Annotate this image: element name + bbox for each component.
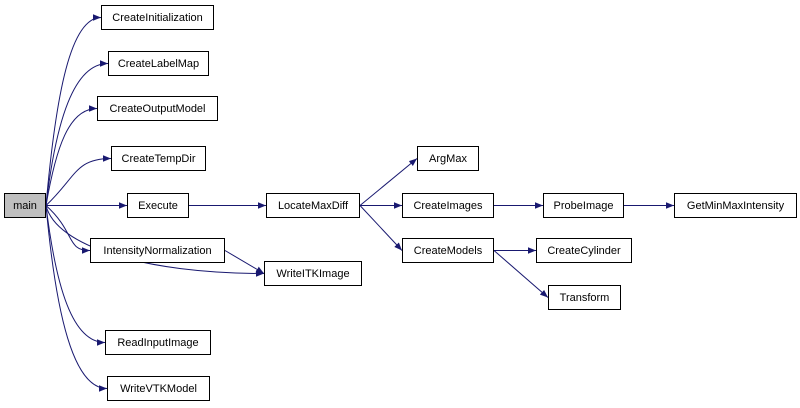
edge-main-to-intensitynormalization <box>45 205 91 254</box>
edge-locatemaxdiff-to-argmax <box>359 158 418 206</box>
edge-main-to-writevtkmodel <box>45 205 108 392</box>
node-writeitkimage[interactable]: WriteITKImage <box>264 261 362 286</box>
edge-main-to-createtempdir <box>45 155 112 206</box>
node-createmodels[interactable]: CreateModels <box>402 238 494 263</box>
node-writevtkmodel[interactable]: WriteVTKModel <box>107 376 210 401</box>
node-createimages[interactable]: CreateImages <box>402 193 494 218</box>
edge-createmodels-to-transform <box>493 250 549 298</box>
node-createlabelmap[interactable]: CreateLabelMap <box>108 51 209 76</box>
edge-main-to-createoutputmodel <box>45 105 98 206</box>
node-readinputimage[interactable]: ReadInputImage <box>105 330 211 355</box>
node-probeimage[interactable]: ProbeImage <box>543 193 624 218</box>
edge-main-to-readinputimage <box>45 205 106 346</box>
node-createcylinder[interactable]: CreateCylinder <box>536 238 632 263</box>
edge-main-to-createinitialization <box>45 14 102 206</box>
node-createinitialization[interactable]: CreateInitialization <box>101 5 214 30</box>
node-execute[interactable]: Execute <box>127 193 189 218</box>
node-createtempdir[interactable]: CreateTempDir <box>111 146 206 171</box>
node-getminmaxintensity[interactable]: GetMinMaxIntensity <box>674 193 797 218</box>
node-argmax[interactable]: ArgMax <box>417 146 479 171</box>
node-intensitynormalization[interactable]: IntensityNormalization <box>90 238 225 263</box>
edge-main-to-createlabelmap <box>45 60 109 206</box>
node-transform[interactable]: Transform <box>548 285 621 310</box>
node-createoutputmodel[interactable]: CreateOutputModel <box>97 96 218 121</box>
edge-locatemaxdiff-to-createmodels <box>359 205 403 251</box>
node-locatemaxdiff[interactable]: LocateMaxDiff <box>266 193 360 218</box>
edge-intensitynormalization-to-writeitkimage <box>224 250 265 274</box>
node-main: main <box>4 193 46 218</box>
